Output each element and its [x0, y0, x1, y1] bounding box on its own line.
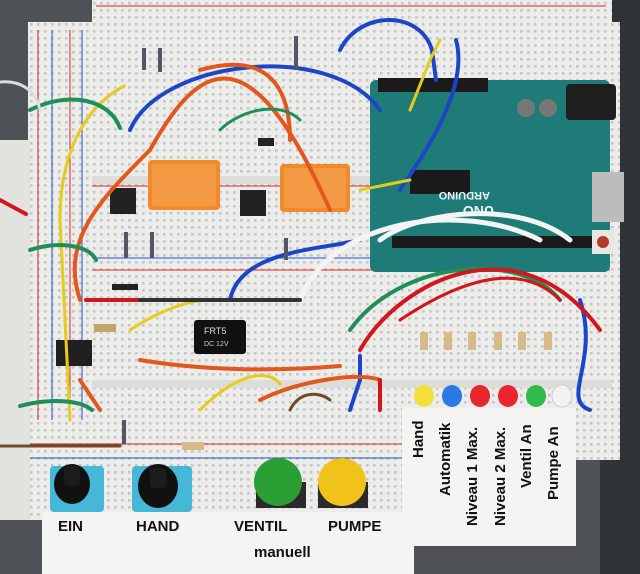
label-manuell: manuell: [254, 544, 311, 561]
reed-relay-sublabel: DC 12V: [204, 341, 229, 348]
jumper-wires: [0, 18, 602, 448]
led-blue: [442, 385, 462, 407]
arduino-uno-text: UNO: [463, 203, 494, 219]
led-red-1: [470, 385, 490, 407]
diode-top: [258, 138, 274, 146]
transistor-left: [110, 188, 136, 214]
switch-hand: [132, 464, 192, 512]
label-led-ventil: Ventil An: [518, 424, 535, 488]
label-ein: EIN: [58, 518, 84, 535]
button-label-card: [42, 512, 414, 574]
led-yellow: [414, 385, 434, 407]
led-green: [526, 385, 546, 407]
switch-ein: [50, 464, 104, 512]
label-led-automatik: Automatik: [437, 422, 454, 496]
short-jumpers: [122, 36, 298, 444]
label-led-niveau2: Niveau 2 Max.: [492, 426, 509, 526]
label-pumpe: PUMPE: [328, 518, 382, 535]
arduino-board: ARDUINO UNO: [370, 78, 624, 272]
led-red-2: [498, 385, 518, 407]
arduino-logo-text: ARDUINO: [438, 189, 490, 201]
diode-middle: [112, 284, 138, 290]
breadboard-left-edge: [0, 140, 30, 520]
label-hand: HAND: [136, 518, 180, 535]
button-ventil: [254, 458, 306, 508]
reed-relay-label: FRT5: [204, 326, 226, 336]
label-led-pumpe: Pumpe An: [545, 426, 562, 500]
relay-right: [280, 164, 350, 212]
led-white: [551, 384, 573, 408]
transistor-right: [240, 190, 266, 216]
led-label-card: [402, 408, 576, 546]
button-pumpe: [318, 458, 368, 508]
reed-relay: FRT5 DC 12V: [194, 320, 246, 354]
status-leds: [414, 384, 573, 408]
label-led-niveau1: Niveau 1 Max.: [464, 426, 481, 526]
resistor-row: [94, 324, 552, 450]
relay-left: [148, 160, 220, 210]
label-led-hand: Hand: [410, 420, 427, 459]
label-ventil: VENTIL: [234, 518, 288, 535]
transistor-lower: [56, 340, 92, 366]
